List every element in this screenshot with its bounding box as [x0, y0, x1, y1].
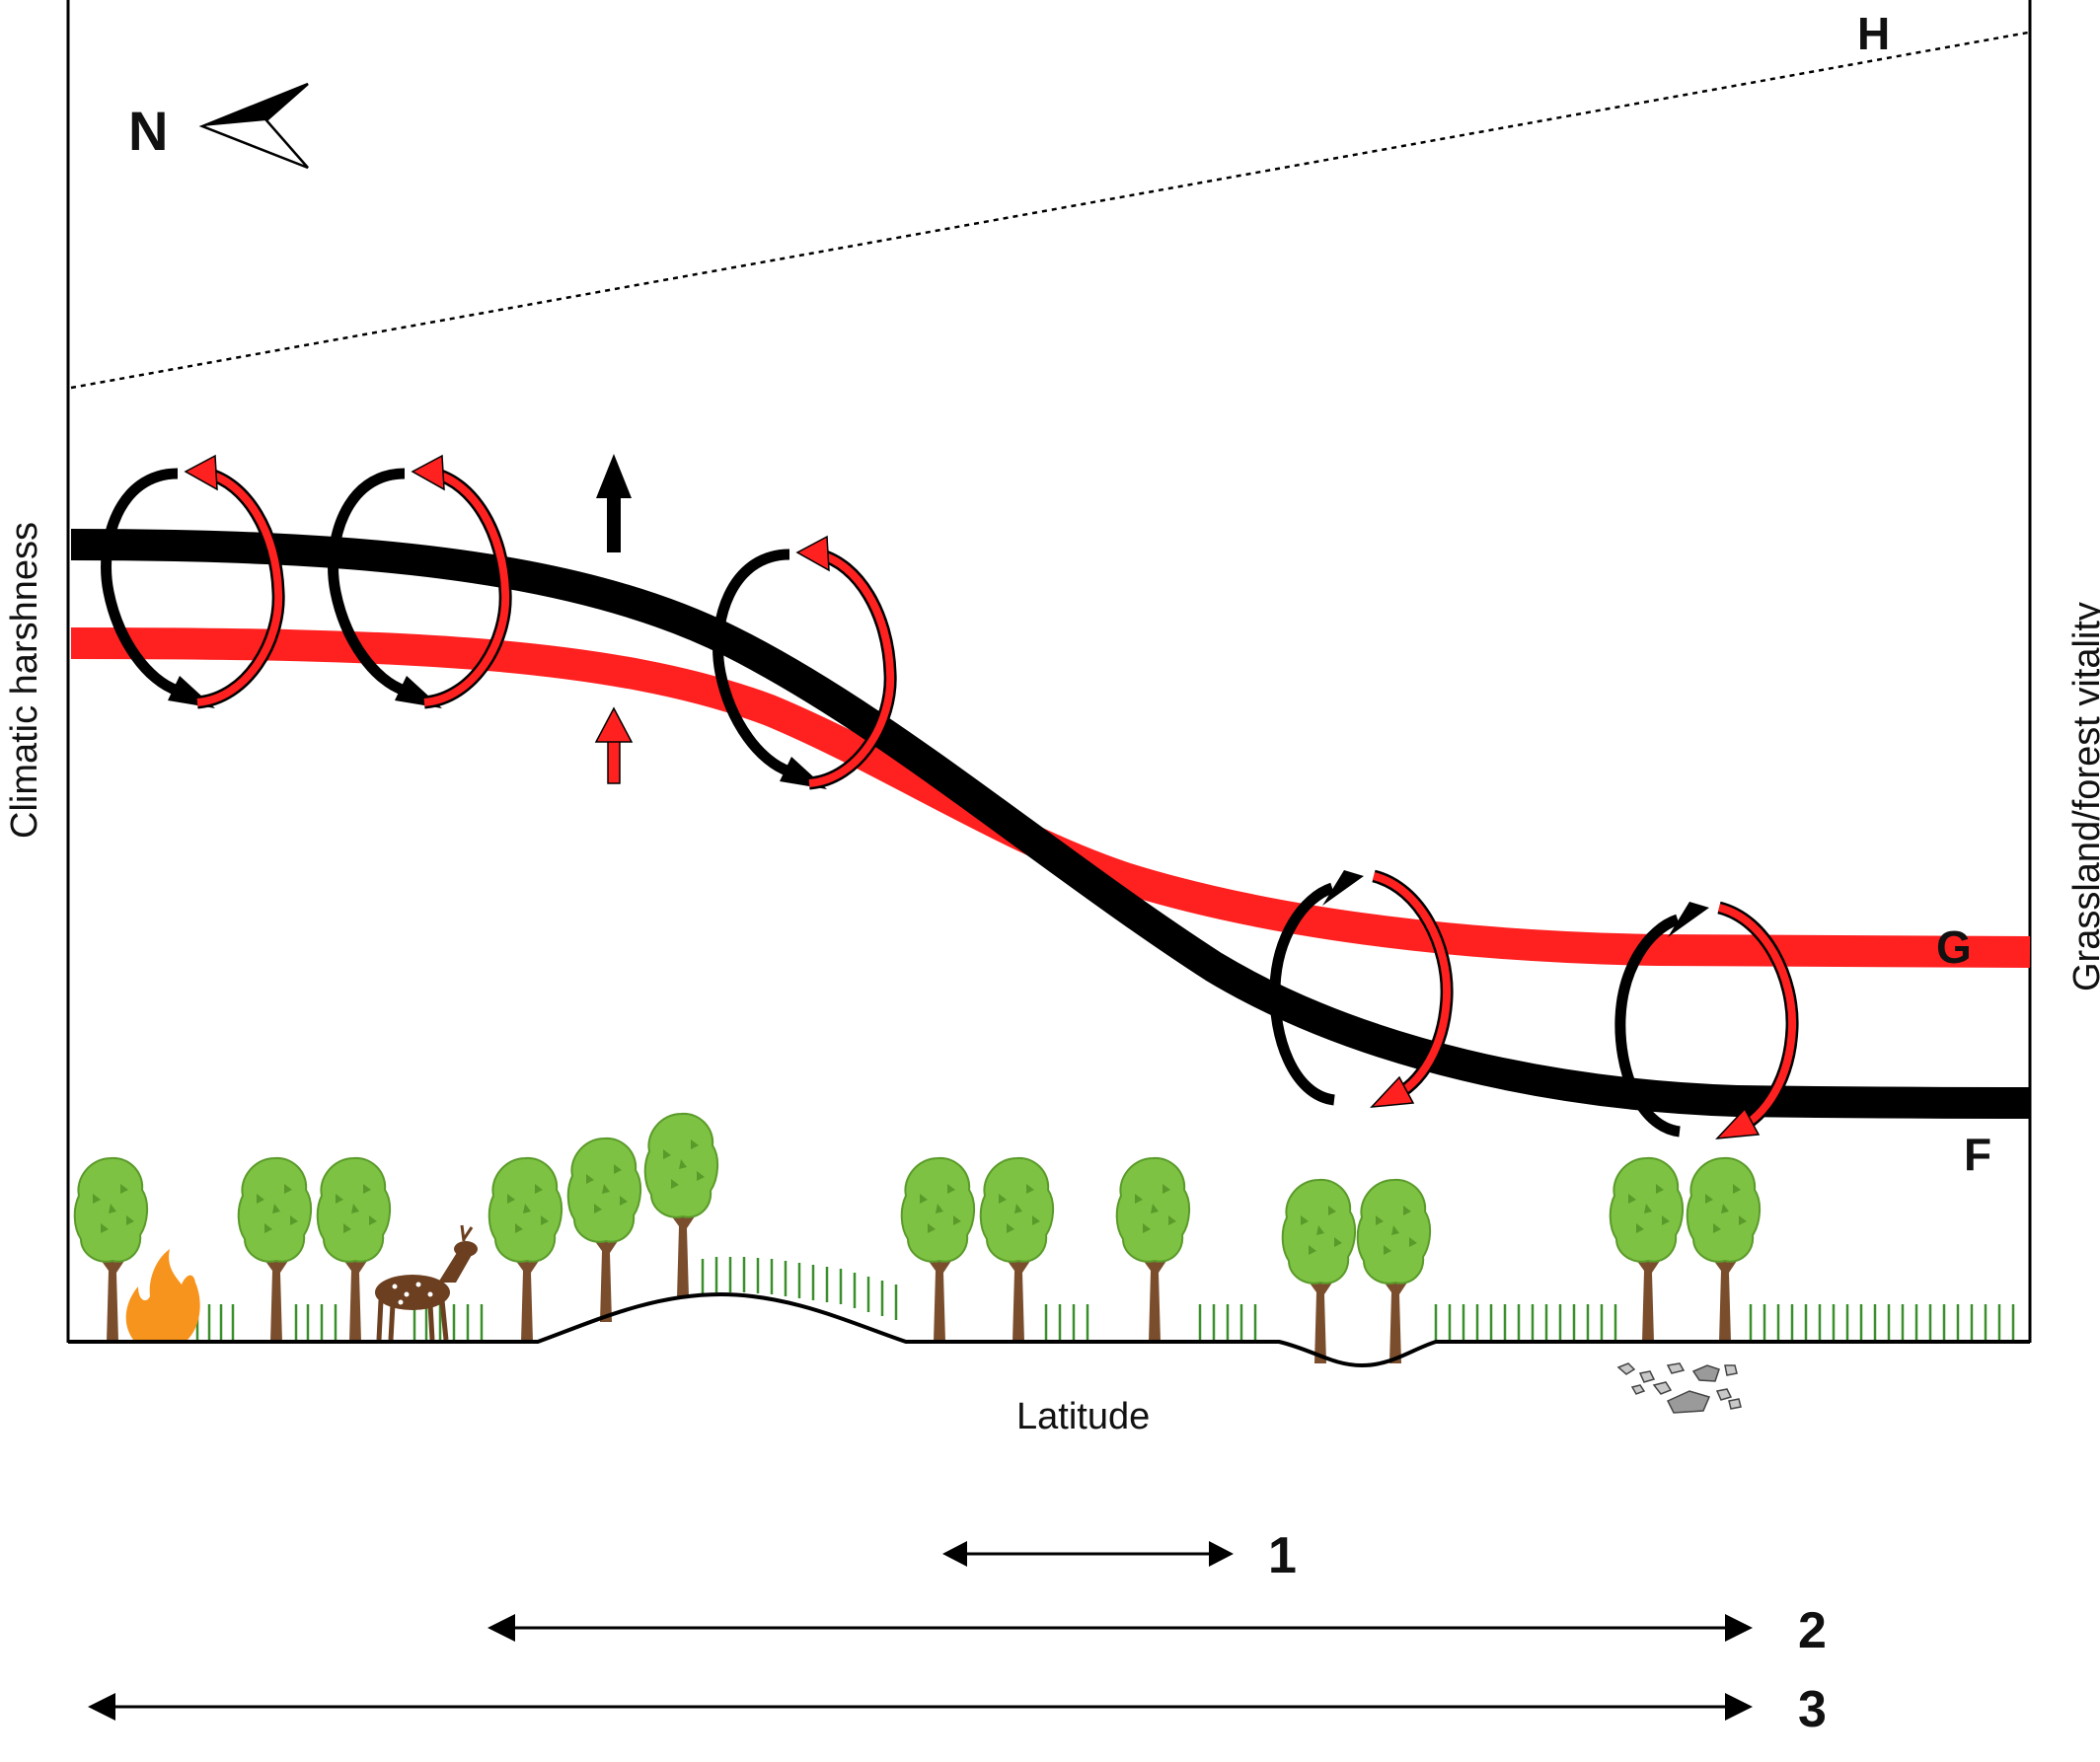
- scale-arrow-2: [488, 1614, 1753, 1642]
- tree-icon: [643, 1112, 719, 1297]
- y-axis-left-title: Climatic harshness: [4, 522, 45, 839]
- tree-icon: [1686, 1156, 1762, 1342]
- feedback-cycle-icon: [1269, 869, 1454, 1108]
- scale-label-3: 3: [1798, 1681, 1827, 1738]
- curve-h-label: H: [1857, 8, 1890, 59]
- scale-arrow-3: [88, 1693, 1753, 1721]
- axes-frame: [66, 0, 2032, 1343]
- tree-icon: [566, 1137, 642, 1322]
- grassland-curve: [70, 627, 2031, 968]
- feedback-cycle-icon: [1614, 901, 1799, 1139]
- compass-n-label: N: [128, 100, 168, 162]
- forest-curve: [70, 529, 2031, 1119]
- y-axis-right-title: Grassland/forest vitality: [2066, 602, 2100, 991]
- forest-up-arrow: [596, 454, 632, 552]
- scale-label-1: 1: [1268, 1527, 1297, 1584]
- rocks-icon: [1616, 1362, 1742, 1414]
- tree-icon: [1356, 1178, 1432, 1363]
- scale-arrow-1: [942, 1541, 1234, 1567]
- curve-h-dotted-line: [70, 31, 2029, 390]
- grass-strokes: [195, 1257, 2015, 1342]
- tree-icon: [979, 1156, 1055, 1342]
- tree-icon: [1115, 1156, 1191, 1342]
- grassland-up-arrow: [594, 706, 634, 784]
- fire-icon: [125, 1249, 200, 1340]
- curve-g-label: G: [1936, 921, 1972, 973]
- deer-icon: [375, 1224, 478, 1341]
- trees: [73, 1112, 1762, 1363]
- feedback-cycle-icon: [712, 535, 897, 790]
- tree-icon: [900, 1156, 976, 1342]
- feedback-cycle-icon: [328, 454, 512, 709]
- ground-line: [68, 1291, 2030, 1368]
- x-axis-title: Latitude: [1016, 1396, 1150, 1437]
- feedback-cycle-icon: [101, 454, 285, 709]
- scale-label-2: 2: [1798, 1602, 1827, 1659]
- tree-icon: [488, 1156, 563, 1342]
- tree-icon: [1281, 1178, 1357, 1363]
- tree-icon: [237, 1156, 313, 1342]
- tree-icon: [1609, 1156, 1685, 1342]
- curve-f-label: F: [1964, 1129, 1991, 1180]
- north-arrow-icon: [198, 82, 309, 170]
